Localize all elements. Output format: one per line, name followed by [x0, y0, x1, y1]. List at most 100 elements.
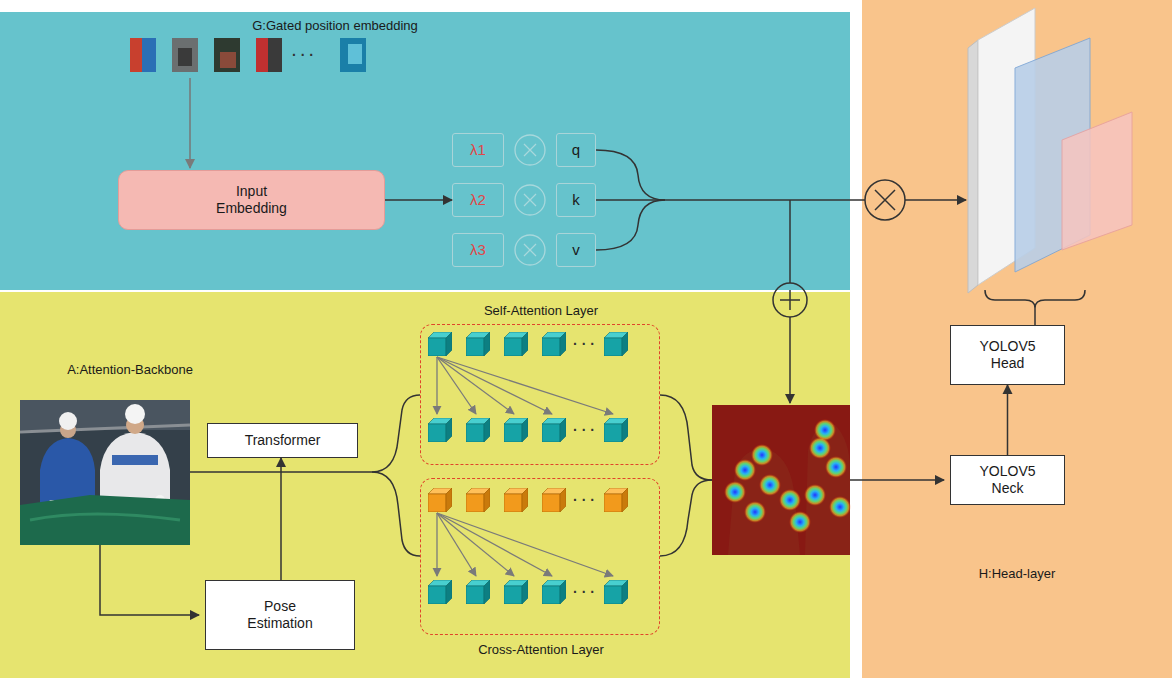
- token-cubes: [466, 418, 490, 442]
- token-cubes: [542, 418, 566, 442]
- vector-box: k: [556, 183, 596, 217]
- group-title: H:Head-layer: [927, 566, 1107, 582]
- group-title: Self-Attention Layer: [421, 303, 661, 319]
- token-cubes: [504, 580, 528, 604]
- ellipsis: · · ·: [573, 584, 595, 600]
- vector-box: v: [556, 233, 596, 267]
- multiply-symbol: [515, 235, 545, 265]
- ellipsis: · · ·: [573, 422, 595, 438]
- box-label: Transformer: [245, 432, 321, 450]
- vector-box: q: [556, 133, 596, 167]
- attention-arrows: [437, 357, 514, 414]
- token-cubes: [428, 488, 452, 512]
- process-box: Pose Estimation: [205, 580, 355, 650]
- token-cubes: [604, 488, 628, 512]
- attention-heatmap: [734, 459, 756, 481]
- merge-brace: [789, 200, 791, 283]
- merge-brace: [596, 150, 865, 283]
- group-title: A:Attention-Backbone: [40, 362, 220, 378]
- gate-weight: λ3: [452, 233, 504, 267]
- image-patches: [172, 38, 198, 72]
- token-cubes: [504, 332, 528, 356]
- process-box: YOLOV5 Head: [950, 325, 1065, 385]
- attention-arrows: [437, 513, 514, 576]
- token-cubes: [604, 332, 628, 356]
- attention-arrows: [437, 513, 552, 576]
- add-symbol: [780, 290, 800, 310]
- box-label: λ2: [470, 191, 486, 210]
- flow-arrow: [100, 545, 199, 615]
- merge-brace: [1034, 308, 1036, 325]
- token-cubes: [542, 580, 566, 604]
- merge-brace: [665, 199, 865, 201]
- merge-brace: [985, 290, 1085, 325]
- split-brace: [372, 395, 420, 556]
- attention-arrows: [437, 357, 552, 414]
- multiply-symbol: [875, 190, 895, 210]
- image-patches: [130, 38, 156, 72]
- box-label: k: [572, 191, 580, 210]
- token-cubes: [428, 580, 452, 604]
- input-photo: [59, 412, 77, 430]
- process-box: Transformer: [207, 423, 358, 458]
- attention-arrows: [437, 357, 613, 576]
- ellipsis-label: · · ·: [573, 492, 595, 508]
- multiply-symbol: [524, 194, 536, 206]
- token-cubes: [542, 332, 566, 356]
- input-photo: [20, 400, 190, 545]
- multiply-symbol: [865, 180, 905, 220]
- attention-heatmap: [825, 456, 847, 478]
- input-photo: [112, 455, 158, 465]
- ellipsis-label: · · ·: [573, 584, 595, 600]
- image-patches: [256, 38, 282, 72]
- multiply-symbol: [515, 135, 545, 165]
- attention-heatmap: [712, 405, 851, 555]
- input-photo: [125, 404, 145, 424]
- box-label: YOLOV5 Head: [972, 338, 1044, 373]
- image-patches: [178, 48, 192, 66]
- attention-heatmap: [744, 501, 766, 523]
- merge-brace: [596, 150, 665, 200]
- ellipsis-label: · · ·: [573, 422, 595, 438]
- ellipsis: · · ·: [292, 47, 314, 63]
- merge-brace: [660, 395, 712, 480]
- merge-brace: [985, 290, 1085, 308]
- box-label: λ1: [470, 141, 486, 160]
- box-label: q: [572, 141, 580, 160]
- image-patches: [348, 44, 362, 64]
- merge-brace: [660, 395, 712, 556]
- add-symbol: [773, 283, 807, 317]
- attention-arrows: [436, 357, 437, 414]
- token-cubes: [466, 580, 490, 604]
- flow-connector: [280, 458, 282, 580]
- flow-arrow: [189, 78, 191, 168]
- image-patches: [220, 52, 236, 68]
- token-cubes: [428, 418, 452, 442]
- token-cubes: [428, 332, 452, 356]
- image-patches: [268, 38, 282, 72]
- multiply-symbol: [524, 244, 536, 256]
- attention-heatmap: [779, 489, 801, 511]
- ellipsis: · · ·: [573, 336, 595, 352]
- attention-arrows: [436, 513, 437, 576]
- box-label: λ3: [470, 241, 486, 260]
- gate-weight: λ2: [452, 183, 504, 217]
- split-brace: [372, 472, 420, 556]
- token-cubes: [604, 418, 628, 442]
- attention-heatmap: [805, 424, 850, 555]
- attention-heatmap: [804, 484, 826, 506]
- input-photo: [20, 400, 190, 545]
- token-cubes: [604, 580, 628, 604]
- multiply-symbol: [515, 185, 545, 215]
- multiply-symbol: [524, 144, 536, 156]
- attention-heatmap: [751, 444, 773, 466]
- flow-arrow: [905, 199, 966, 201]
- image-patches: [214, 38, 240, 72]
- feature-maps: [1062, 112, 1132, 250]
- add-symbol: [773, 283, 807, 317]
- split-brace: [372, 395, 420, 472]
- panel: G:Gated position embeddingInput Embeddin…: [0, 12, 850, 290]
- token-cubes: [542, 488, 566, 512]
- attention-arrows: [437, 357, 476, 414]
